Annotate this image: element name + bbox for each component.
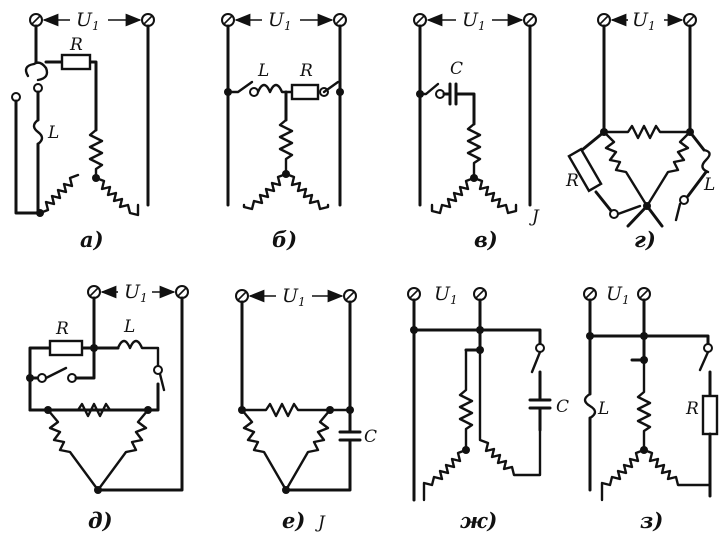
winding-right bbox=[478, 348, 542, 477]
voltage-label: U1 bbox=[606, 283, 630, 307]
inductor-l bbox=[256, 83, 294, 94]
voltage-label: U1 bbox=[462, 9, 486, 33]
caption-zh: ж) bbox=[460, 508, 497, 533]
diagram-v: U1 C в) J bbox=[413, 9, 540, 252]
switch-z bbox=[698, 350, 710, 372]
resistor-r bbox=[290, 83, 320, 101]
voltage-label: U1 bbox=[282, 285, 306, 309]
caption-g: г) bbox=[634, 227, 656, 252]
winding-left bbox=[602, 130, 649, 208]
resistor-r bbox=[701, 394, 719, 436]
hook-mark: J bbox=[315, 513, 326, 533]
switch-g2 bbox=[674, 202, 682, 222]
diagram-zh: U1 C ж) bbox=[407, 283, 569, 533]
label-r: R bbox=[685, 399, 699, 419]
switch-v bbox=[418, 82, 440, 96]
winding-left bbox=[240, 408, 288, 492]
label-r: R bbox=[565, 171, 579, 191]
winding-top bbox=[46, 402, 150, 418]
winding-top bbox=[88, 128, 104, 180]
resistor-r bbox=[567, 147, 603, 193]
diagram-d: U1 R L д) bbox=[26, 281, 189, 533]
label-l: L bbox=[257, 61, 269, 81]
switch-d2 bbox=[158, 372, 166, 392]
diagram-e: U1 C е) J bbox=[235, 285, 377, 533]
label-c: C bbox=[556, 397, 569, 417]
diagram-a: U1 R L а) bbox=[11, 9, 155, 252]
caption-v: в) bbox=[474, 227, 498, 252]
voltage-label: U1 bbox=[124, 281, 148, 305]
winding-right bbox=[284, 408, 332, 492]
label-l: L bbox=[123, 317, 135, 337]
winding-top bbox=[636, 358, 652, 452]
winding-right bbox=[642, 448, 712, 487]
caption-z: з) bbox=[640, 508, 663, 533]
inductor-l bbox=[32, 118, 44, 146]
switch-g1 bbox=[616, 204, 642, 216]
switch-b1 bbox=[226, 80, 254, 94]
switch-d1 bbox=[44, 366, 68, 380]
winding-left bbox=[38, 173, 80, 215]
winding-right bbox=[94, 176, 140, 217]
winding-top bbox=[240, 402, 352, 418]
resistor-r bbox=[48, 339, 84, 357]
supply-wires bbox=[34, 24, 150, 207]
voltage-label: U1 bbox=[434, 283, 458, 307]
winding-left bbox=[46, 408, 100, 492]
label-l: L bbox=[703, 175, 715, 195]
label-r: R bbox=[69, 35, 83, 55]
switch-zh bbox=[530, 350, 542, 374]
label-r: R bbox=[299, 61, 313, 81]
inductor-l bbox=[116, 339, 160, 368]
inductor-l bbox=[583, 392, 597, 420]
inductor-l bbox=[701, 148, 711, 174]
winding-top bbox=[458, 348, 474, 452]
diagram-z: U1 L R з) bbox=[583, 283, 719, 533]
capacitor-c bbox=[284, 430, 362, 492]
winding-top bbox=[602, 124, 692, 140]
label-l: L bbox=[47, 123, 59, 143]
label-c: C bbox=[450, 59, 463, 79]
caption-e: е) bbox=[282, 508, 305, 533]
switch-a bbox=[24, 61, 49, 82]
winding-right bbox=[645, 130, 692, 208]
caption-d: д) bbox=[88, 508, 113, 533]
label-r: R bbox=[55, 319, 69, 339]
caption-a: а) bbox=[80, 227, 104, 252]
resistor-r bbox=[60, 53, 92, 71]
capacitor-c bbox=[528, 370, 552, 432]
label-c: C bbox=[364, 427, 377, 447]
switch-b2 bbox=[322, 80, 342, 94]
label-l: L bbox=[597, 399, 609, 419]
capacitor-c bbox=[442, 82, 476, 126]
diagram-g: U1 R L г) bbox=[565, 9, 715, 252]
caption-b: б) bbox=[272, 227, 297, 252]
voltage-label: U1 bbox=[268, 9, 292, 33]
voltage-label: U1 bbox=[76, 9, 100, 33]
winding-right bbox=[96, 408, 150, 492]
voltage-label: U1 bbox=[632, 9, 656, 33]
hook-mark: J bbox=[529, 207, 540, 227]
diagram-b: U1 L R б) bbox=[221, 9, 347, 252]
winding-left bbox=[422, 448, 468, 502]
winding-left bbox=[600, 448, 646, 502]
